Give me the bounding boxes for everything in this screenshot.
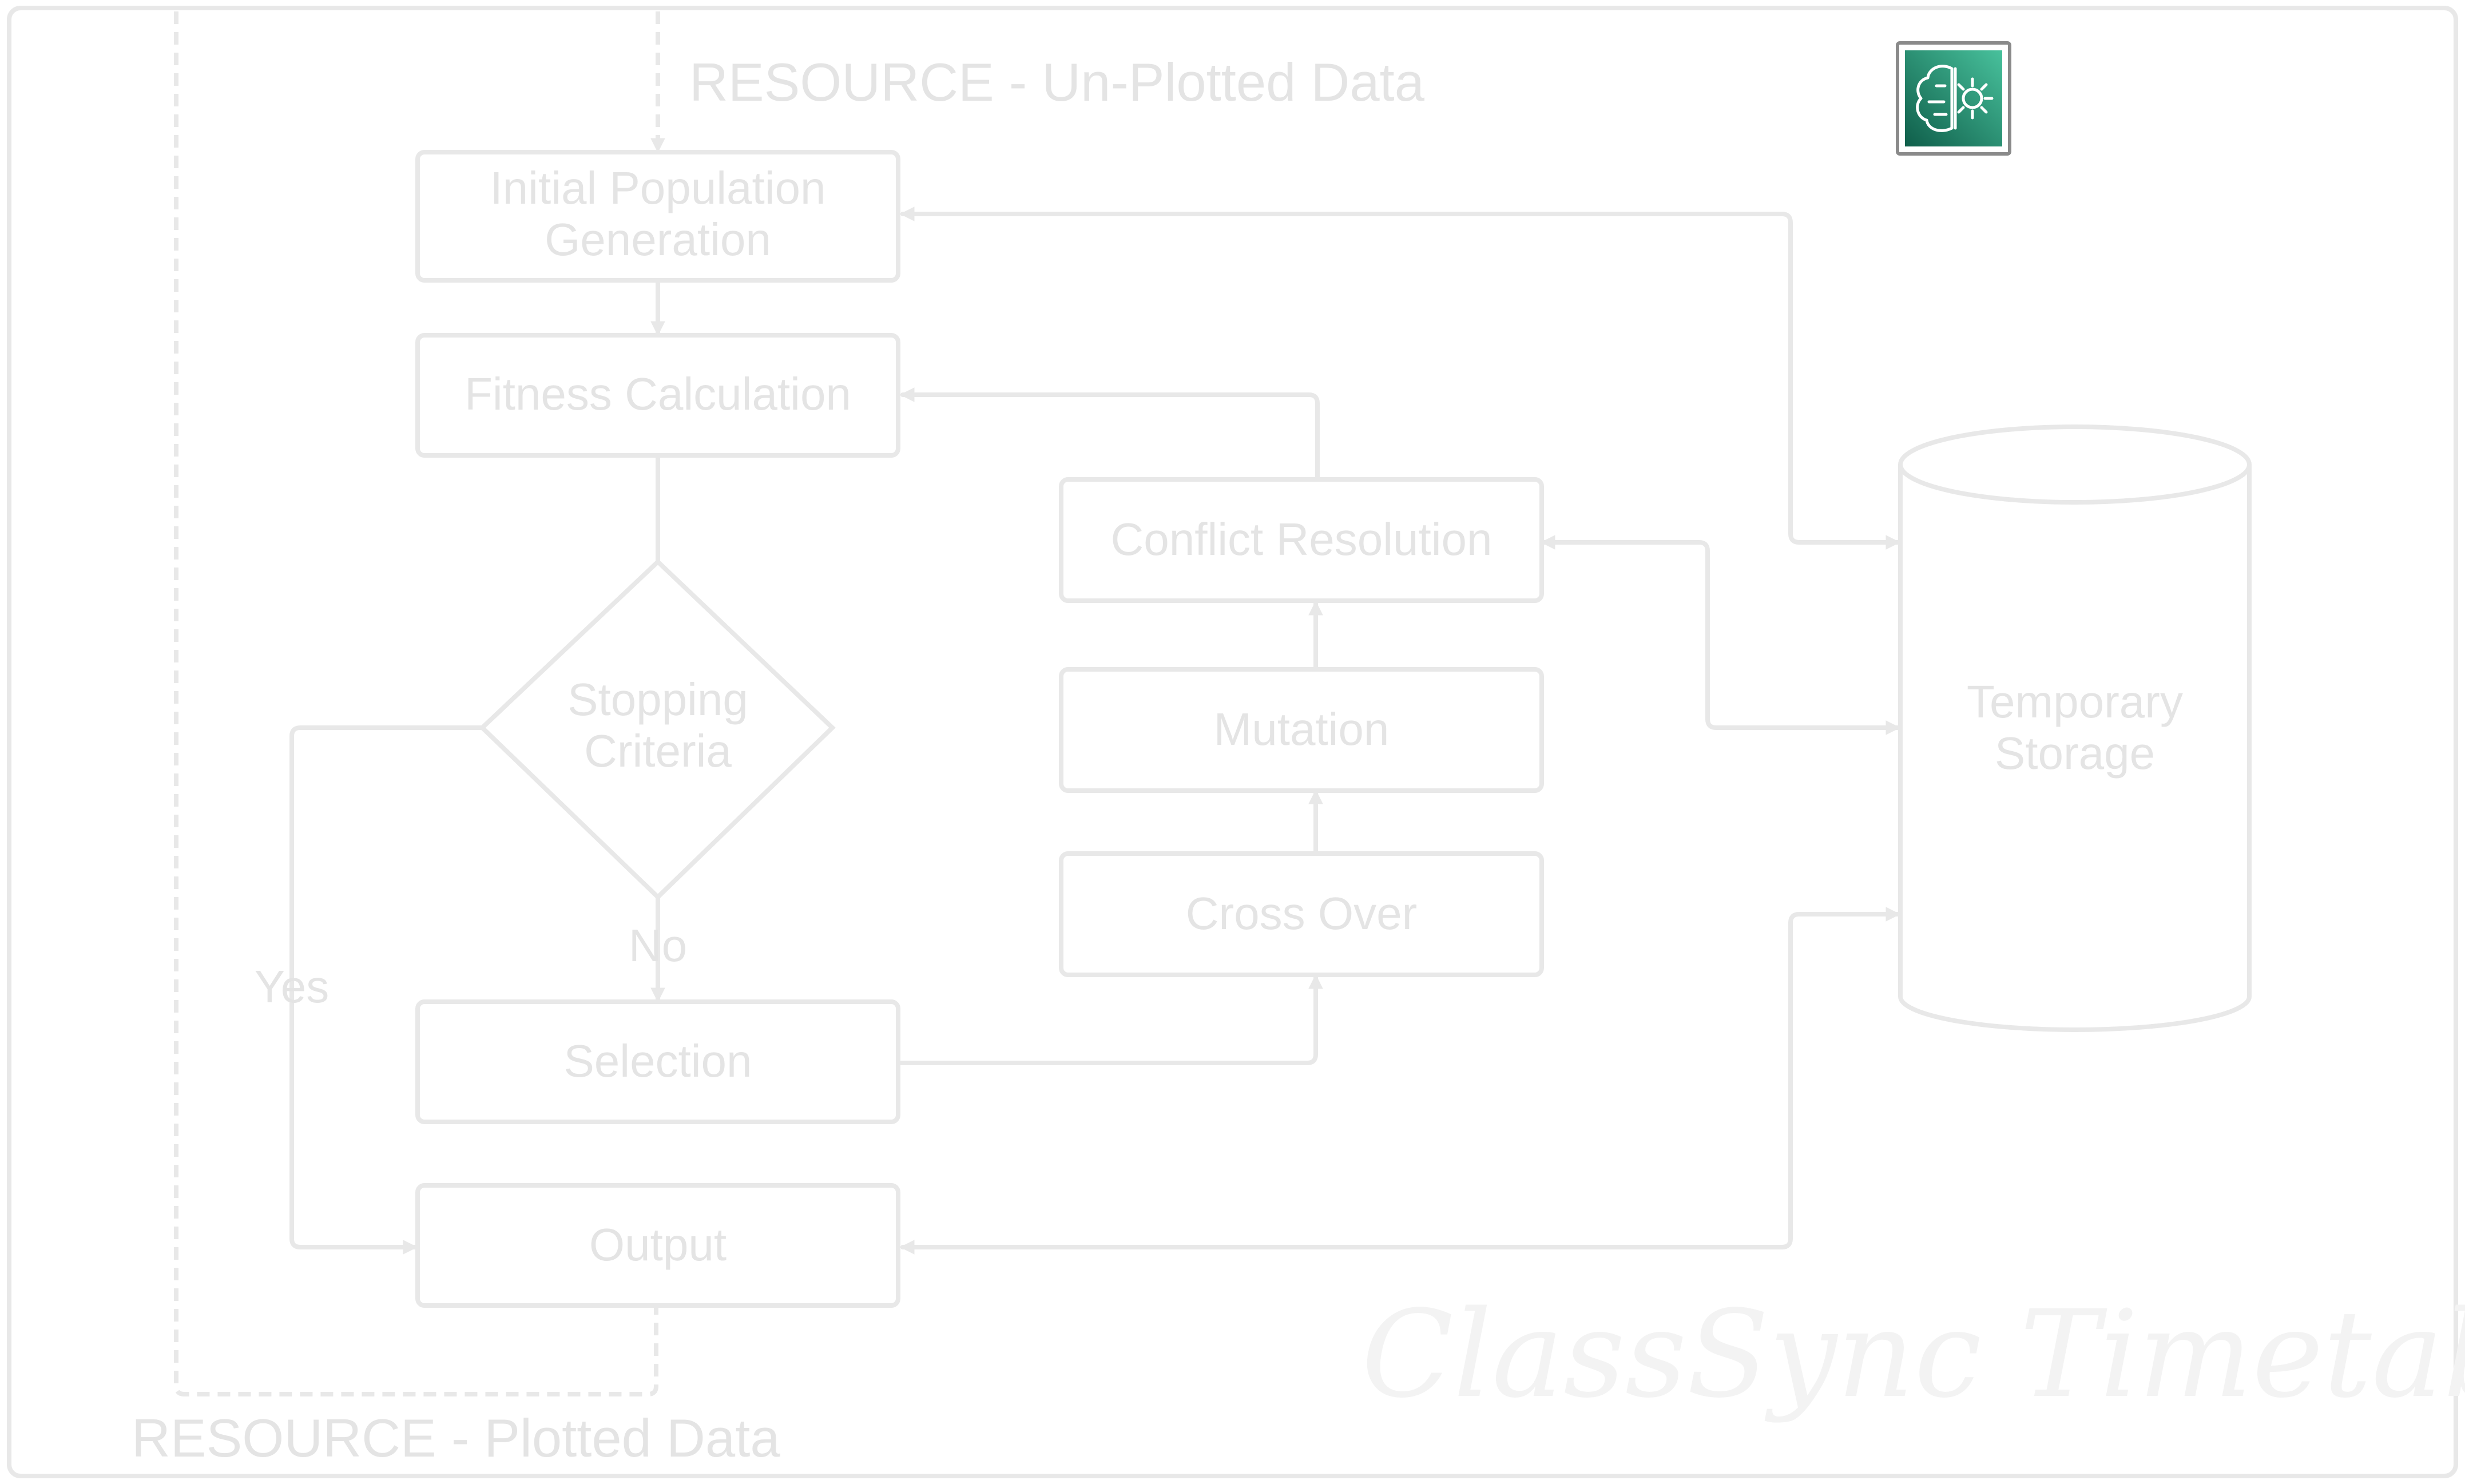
node-mutation [1059, 667, 1544, 793]
node-temporary-storage: Temporary Storage [1898, 424, 2252, 1032]
node-crossover-label: Cross Over [1186, 888, 1418, 939]
node-selection [415, 999, 900, 1124]
node-storage-line1: Temporary [1967, 676, 2183, 727]
node-initial-population [415, 150, 900, 283]
caption-unplotted: RESOURCE - Un-Plotted Data [689, 52, 1425, 112]
node-cross-over [1059, 851, 1544, 977]
ai-brain-gear-icon [1896, 41, 2011, 156]
node-mutation-label: Mutation [1214, 704, 1390, 755]
edge-storage-output [899, 907, 1901, 1255]
edge-label-no: No [629, 920, 687, 971]
node-conflict-resolution [1059, 477, 1544, 603]
node-fitness-calculation [415, 333, 900, 458]
node-initial-population-line2: Generation [545, 214, 771, 265]
node-stopping-line1: Stopping [567, 674, 748, 725]
caption-plotted: RESOURCE - Plotted Data [132, 1408, 780, 1468]
node-initial-population-line1: Initial Population [490, 162, 825, 213]
node-stopping-criteria [479, 558, 836, 900]
node-output [415, 1183, 900, 1308]
edge-stopping-output-yes [289, 725, 485, 1255]
node-output-label: Output [589, 1219, 727, 1270]
node-storage-line2: Storage [1995, 728, 2155, 779]
resource-loop-dashed [174, 11, 658, 1396]
node-stopping-line2: Criteria [584, 725, 732, 776]
node-selection-label: Selection [563, 1035, 752, 1086]
node-fitness-label: Fitness Calculation [465, 368, 851, 419]
node-conflict-label: Conflict Resolution [1111, 514, 1493, 565]
edge-init-storage [899, 207, 1901, 550]
watermark-text: ClassSync Timetable Generator [1361, 1284, 2465, 1425]
edge-label-yes: Yes [255, 961, 330, 1012]
